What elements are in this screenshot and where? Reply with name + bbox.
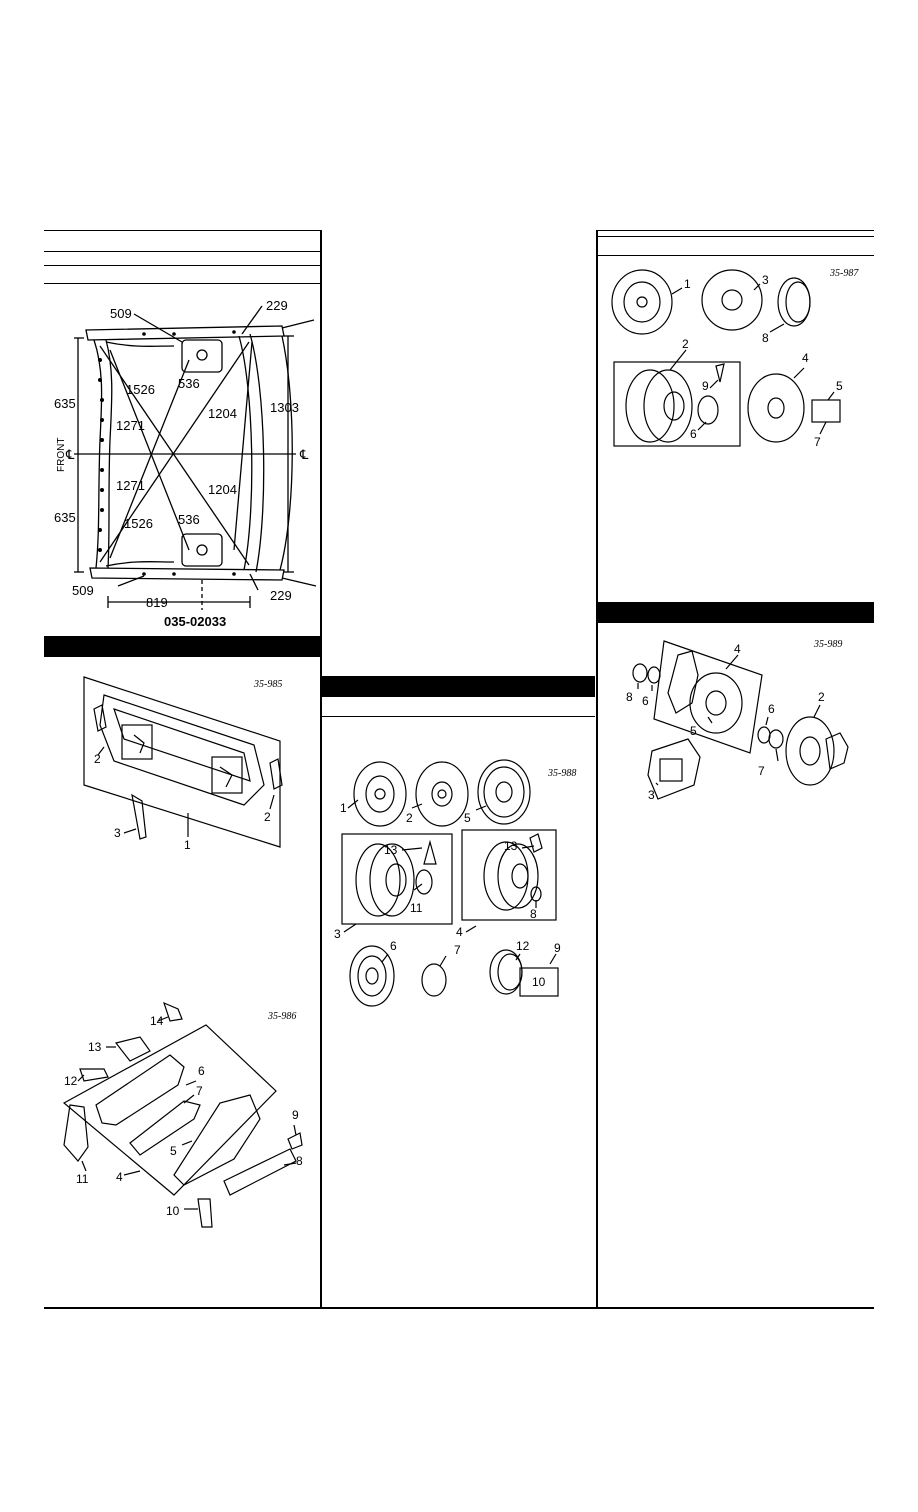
wheels-a-callout-3: 3: [334, 927, 341, 941]
wheels-a-callout-13-right: 13: [504, 839, 518, 853]
hub-callout-8: 8: [626, 690, 633, 704]
wheels-a-callout-12: 12: [516, 939, 530, 953]
centerline-right-symbol: ℄: [299, 447, 309, 462]
dim-top-right: 229: [266, 298, 288, 313]
apron-callout-4: 4: [116, 1170, 123, 1184]
wheels-b-callout-9: 9: [702, 379, 709, 393]
wheels-b-callout-2: 2: [682, 337, 689, 351]
column-divider-left: [320, 230, 322, 1308]
dim-overall-height: 1303: [270, 400, 299, 415]
col3-rule-1: [598, 230, 874, 231]
col1-rule-2: [44, 251, 320, 252]
col2-section-bar: [322, 676, 595, 697]
wheels-a-ref-code: 35-988: [547, 768, 576, 779]
dim-top-left: 509: [110, 306, 132, 321]
apron-callout-8: 8: [296, 1154, 303, 1168]
hub-callout-4: 4: [734, 642, 741, 656]
col2-rule: [322, 716, 595, 717]
apron-callout-13: 13: [88, 1040, 102, 1054]
dim-inner-upper-left: 1271: [116, 418, 145, 433]
wheels-a-callout-11: 11: [410, 901, 423, 915]
wheels-b-ref-code: 35-987: [829, 268, 859, 279]
hub-callout-3: 3: [648, 788, 655, 802]
apron-callout-5: 5: [170, 1144, 177, 1158]
frame-dimension-diagram: 509 229 635 1526 1271 536 1204 1303 1271…: [54, 298, 317, 629]
apron-ref-code: 35-986: [267, 1011, 296, 1022]
front-apron-diagram: 35-986 14 13 12 6 7 5 9 8 4 11 10: [62, 1001, 303, 1228]
dim-bottom-right: 229: [270, 588, 292, 603]
wheels-b-callout-5: 5: [836, 379, 843, 393]
dim-bottom-width: 819: [146, 595, 168, 610]
col3-rule-2: [598, 236, 874, 237]
wheels-a-callout-5: 5: [464, 811, 471, 825]
dim-inner-upper-right: 1204: [208, 406, 237, 421]
wheels-b-callout-8: 8: [762, 331, 769, 345]
apron-callout-6: 6: [198, 1064, 205, 1078]
dim-upper-half: 635: [54, 396, 76, 411]
wheels-a-callout-13-left: 13: [384, 843, 398, 857]
radiator-callout-1: 1: [184, 838, 191, 852]
wheels-b-callout-4: 4: [802, 351, 809, 365]
hub-callout-6-left: 6: [642, 694, 649, 708]
wheels-a-callout-4: 4: [456, 925, 463, 939]
apron-callout-9: 9: [292, 1108, 299, 1122]
dim-inner-lower-left: 1271: [116, 478, 145, 493]
dim-bottom-center: 536: [178, 512, 200, 527]
apron-callout-12: 12: [64, 1074, 78, 1088]
radiator-callout-3: 3: [114, 826, 121, 840]
wheels-a-callout-6: 6: [390, 939, 397, 953]
apron-callout-14: 14: [150, 1014, 164, 1028]
radiator-callout-2-left: 2: [94, 752, 101, 766]
column-divider-right: [596, 230, 598, 1308]
centerline-left-symbol: ℄: [65, 447, 75, 462]
wheels-diagram-b: 35-987 1 3 8 2 9 6 4 5 7: [611, 268, 859, 449]
hub-callout-7: 7: [758, 764, 765, 778]
wheels-a-callout-2: 2: [406, 811, 413, 825]
wheels-a-callout-9: 9: [554, 941, 561, 955]
col3-rule-3: [598, 255, 874, 256]
radiator-ref-code: 35-985: [253, 679, 282, 690]
front-label: FRONT: [56, 438, 67, 472]
dim-diag-upper-left: 1526: [126, 382, 155, 397]
hub-callout-2: 2: [818, 690, 825, 704]
wheels-a-callout-10: 10: [532, 975, 546, 989]
wheels-a-callout-1: 1: [340, 801, 347, 815]
page-bottom-rule: [44, 1307, 874, 1309]
radiator-callout-2-right: 2: [264, 810, 271, 824]
front-hub-diagram: 35-989 4 8 6 5 2 6 7 3: [626, 639, 849, 802]
dim-bottom-left: 509: [72, 583, 94, 598]
wheels-b-callout-3: 3: [762, 273, 769, 287]
apron-callout-7: 7: [196, 1084, 203, 1098]
wheels-a-callout-8: 8: [530, 907, 537, 921]
col1-rule-4: [44, 283, 320, 284]
hub-callout-6-right: 6: [768, 702, 775, 716]
dim-lower-half: 635: [54, 510, 76, 525]
wheels-b-callout-1: 1: [684, 277, 691, 291]
col3-section-bar: [598, 602, 874, 623]
figure-code: 035-02033: [164, 614, 226, 629]
dim-top-center: 536: [178, 376, 200, 391]
dim-inner-lower-right: 1204: [208, 482, 237, 497]
hub-callout-5: 5: [690, 724, 697, 738]
col1-rule-1: [44, 230, 320, 231]
wheels-diagram-a: 35-988 1 2 5 13 11 3 13 8 4 6 7 12 9 10: [334, 759, 576, 1007]
hub-ref-code: 35-989: [813, 639, 842, 650]
wheels-b-callout-7: 7: [814, 435, 821, 449]
col1-rule-3: [44, 265, 320, 266]
apron-callout-10: 10: [166, 1204, 180, 1218]
apron-callout-11: 11: [76, 1172, 89, 1186]
col1-section-bar: [44, 636, 320, 657]
wheels-a-callout-7: 7: [454, 943, 461, 957]
wheels-b-callout-6: 6: [690, 427, 697, 441]
dim-diag-lower-left: 1526: [124, 516, 153, 531]
radiator-support-diagram: 35-985 2 2 3 1: [83, 676, 283, 852]
